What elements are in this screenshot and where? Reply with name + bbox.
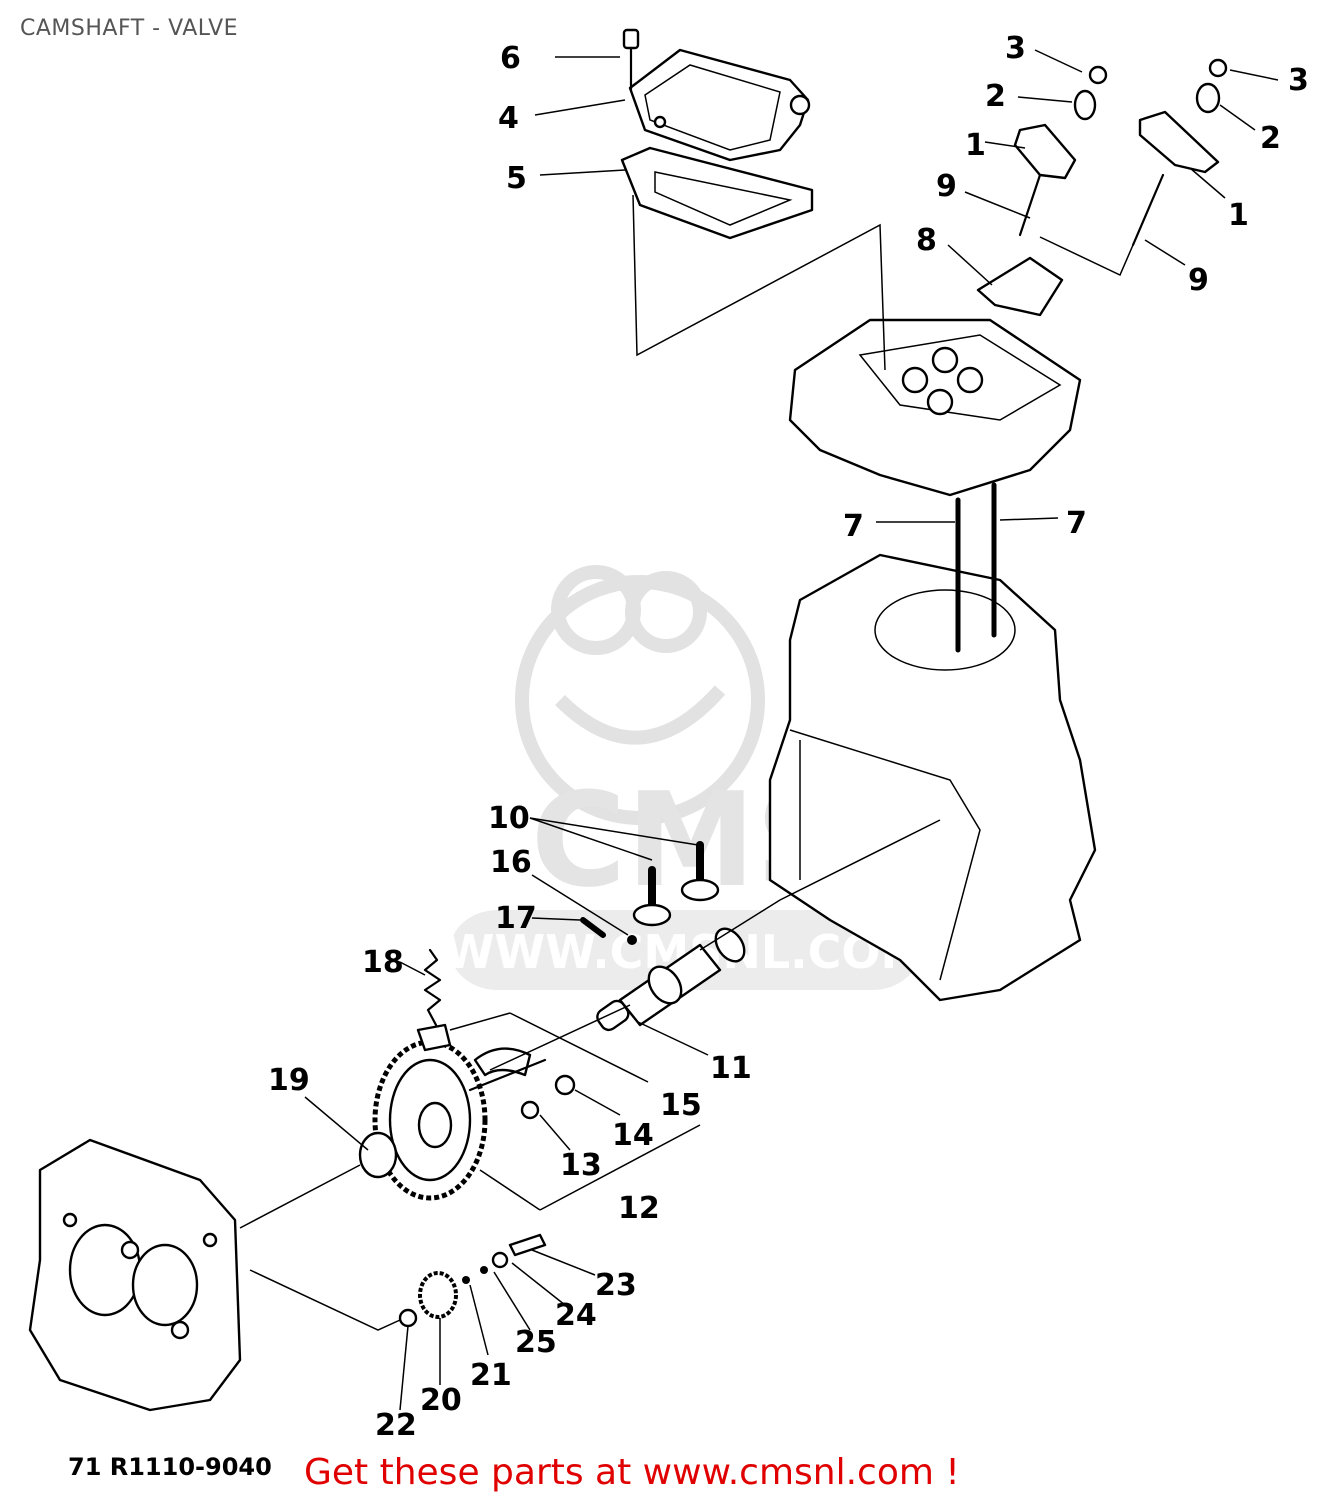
cylinder-block <box>768 553 1097 1002</box>
valve-cover <box>628 48 811 162</box>
crankcase-cover <box>28 1138 242 1412</box>
cylinder-head <box>788 318 1082 497</box>
callout-14: 14 <box>612 1118 654 1153</box>
callout-2a: 2 <box>985 79 1006 114</box>
drawing-code: 71 R1110-9040 <box>68 1453 272 1481</box>
callout-19: 19 <box>268 1063 310 1098</box>
callout-22: 22 <box>375 1408 417 1443</box>
callout-12: 12 <box>618 1191 660 1226</box>
valve-cover-gasket <box>620 146 814 240</box>
callout-21: 21 <box>470 1358 512 1393</box>
cylinder-studs <box>955 482 997 653</box>
leader-lines <box>239 49 1279 1411</box>
rocker-assembly <box>976 58 1228 317</box>
callout-1b: 1 <box>1228 198 1249 233</box>
callout-4: 4 <box>498 101 519 136</box>
camshaft <box>596 927 746 1032</box>
footer-link[interactable]: Get these parts at www.cmsnl.com ! <box>304 1452 960 1493</box>
valves <box>423 841 720 1027</box>
governor-parts <box>398 1233 547 1328</box>
page-title: CAMSHAFT - VALVE <box>20 16 239 41</box>
callout-24: 24 <box>555 1298 597 1333</box>
callout-16: 16 <box>490 845 532 880</box>
callout-7a: 7 <box>843 509 864 544</box>
callout-3a: 3 <box>1005 31 1026 66</box>
callout-17: 17 <box>495 901 537 936</box>
callout-5: 5 <box>506 161 527 196</box>
callout-6: 6 <box>500 41 521 76</box>
callout-11: 11 <box>710 1051 752 1086</box>
callout-23: 23 <box>595 1268 637 1303</box>
callout-7b: 7 <box>1066 506 1087 541</box>
cam-gear <box>358 1023 576 1201</box>
callout-9a: 9 <box>936 169 957 204</box>
callout-25: 25 <box>515 1325 557 1360</box>
callout-labels: 6 4 5 3 3 2 2 1 1 9 9 8 7 7 10 16 17 18 … <box>268 31 1309 1443</box>
callout-9b: 9 <box>1188 263 1209 298</box>
callout-1a: 1 <box>965 128 986 163</box>
callout-20: 20 <box>420 1383 462 1418</box>
callout-10: 10 <box>488 801 530 836</box>
callout-8: 8 <box>916 223 937 258</box>
callout-18: 18 <box>362 945 404 980</box>
callout-3b: 3 <box>1288 63 1309 98</box>
callout-13: 13 <box>560 1148 602 1183</box>
cover-bolt <box>622 28 640 92</box>
callout-2b: 2 <box>1260 121 1281 156</box>
callout-15: 15 <box>660 1088 702 1123</box>
